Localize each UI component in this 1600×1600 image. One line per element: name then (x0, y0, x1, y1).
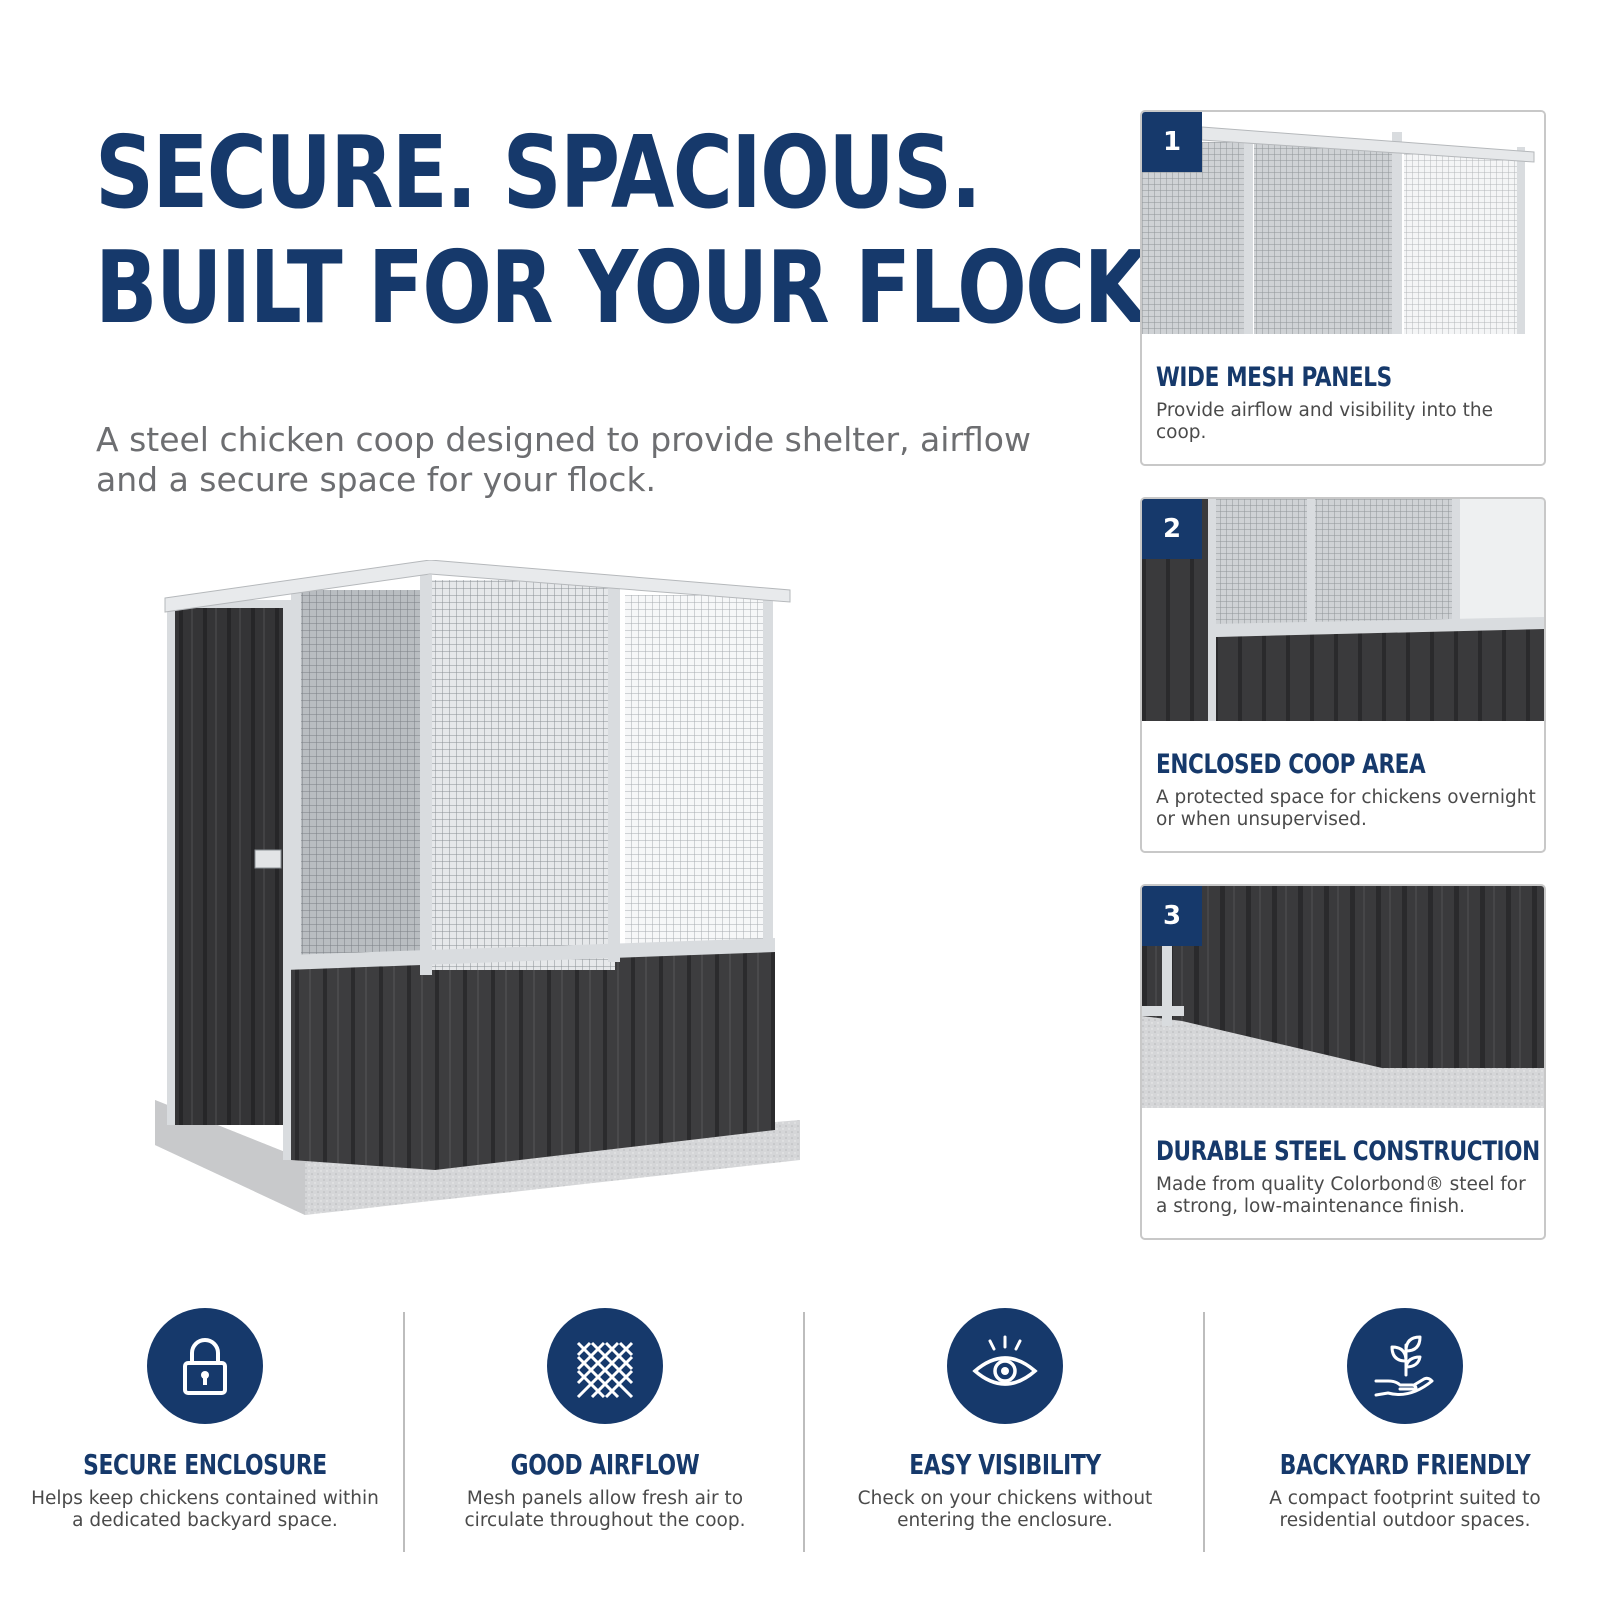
feature-description: Mesh panels allow fresh air to circulate… (464, 1488, 746, 1531)
steel-corner-closeup-image (1142, 886, 1544, 1108)
feature-description: Check on your chickens without entering … (857, 1488, 1153, 1531)
feature-title: GOOD AIRFLOW (510, 1448, 700, 1481)
eye-icon (947, 1308, 1063, 1424)
headline: SECURE. SPACIOUS. BUILT FOR YOUR FLOCK. (95, 114, 1177, 346)
feature-icons-row: SECURE ENCLOSURE Helps keep chickens con… (0, 1300, 1600, 1560)
feature-card-3: 3 DURABLE STEEL CONSTRUCTION Made from q… (1140, 884, 1546, 1240)
card-description: Made from quality Colorbond® steel for a… (1156, 1174, 1526, 1217)
feature-card-2: 2 ENCLOSED COOP AREA A protected space f… (1140, 497, 1546, 853)
divider (1203, 1312, 1205, 1552)
card-number-badge: 1 (1142, 112, 1202, 172)
feature-description: A compact footprint suited to residentia… (1269, 1488, 1541, 1531)
subheadline: A steel chicken coop designed to provide… (96, 420, 1031, 499)
feature-card-1: 1 WIDE MESH PANELS Provide airflow and v… (1140, 110, 1546, 466)
card-title: WIDE MESH PANELS (1156, 362, 1392, 393)
chicken-coop-image (155, 560, 800, 1215)
card-description: Provide airflow and visibility into the … (1156, 400, 1493, 443)
card-title: ENCLOSED COOP AREA (1156, 749, 1426, 780)
card-description: A protected space for chickens overnight… (1156, 787, 1536, 830)
feature-secure-enclosure: SECURE ENCLOSURE Helps keep chickens con… (5, 1300, 405, 1560)
divider (403, 1312, 405, 1552)
lock-icon (147, 1308, 263, 1424)
card-number-badge: 3 (1142, 886, 1202, 946)
headline-line-2: BUILT FOR YOUR FLOCK. (95, 229, 1177, 346)
feature-good-airflow: GOOD AIRFLOW Mesh panels allow fresh air… (405, 1300, 805, 1560)
feature-description: Helps keep chickens contained within a d… (31, 1488, 379, 1531)
divider (803, 1312, 805, 1552)
feature-title: SECURE ENCLOSURE (83, 1448, 327, 1481)
mesh-panels-closeup-image (1142, 112, 1544, 334)
card-title: DURABLE STEEL CONSTRUCTION (1156, 1136, 1540, 1167)
plant-hand-icon (1347, 1308, 1463, 1424)
feature-title: BACKYARD FRIENDLY (1279, 1448, 1531, 1481)
feature-easy-visibility: EASY VISIBILITY Check on your chickens w… (805, 1300, 1205, 1560)
feature-title: EASY VISIBILITY (909, 1448, 1101, 1481)
enclosed-area-closeup-image (1142, 499, 1544, 721)
mesh-icon (547, 1308, 663, 1424)
feature-backyard-friendly: BACKYARD FRIENDLY A compact footprint su… (1205, 1300, 1600, 1560)
headline-line-1: SECURE. SPACIOUS. (95, 114, 982, 231)
card-number-badge: 2 (1142, 499, 1202, 559)
